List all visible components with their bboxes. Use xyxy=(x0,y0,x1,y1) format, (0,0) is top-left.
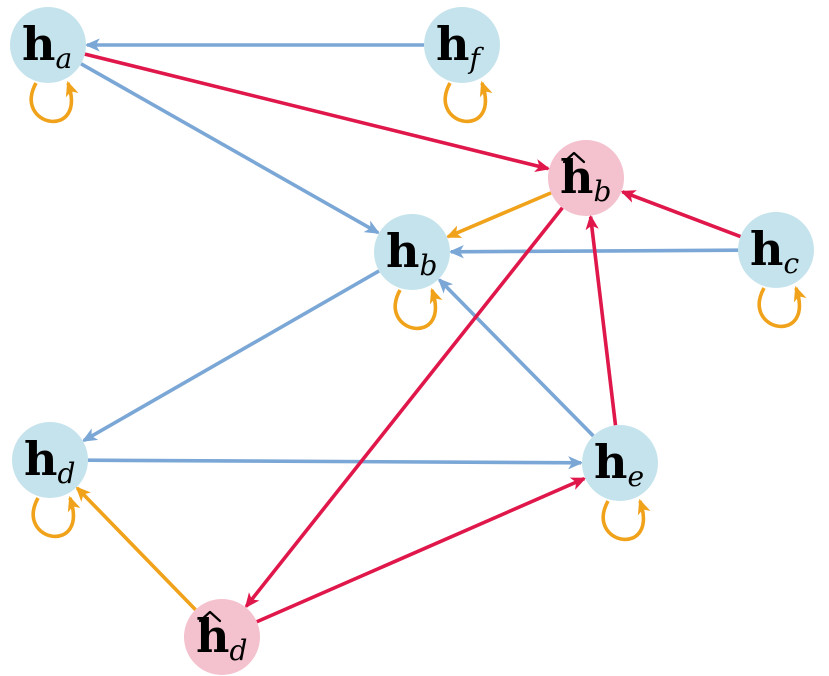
node-f: hf xyxy=(424,7,500,83)
hat-accent-icon xyxy=(562,151,586,164)
node-label-main: h xyxy=(22,17,55,71)
node-label-main: h xyxy=(24,432,57,486)
node-circle-b xyxy=(374,214,450,290)
edge-c-to-hb xyxy=(620,190,742,239)
node-e: he xyxy=(582,425,658,501)
node-label-b: hb xyxy=(386,224,437,282)
self-loop-d xyxy=(31,495,81,539)
node-label-main: h xyxy=(436,17,469,71)
node-label-a: ha xyxy=(22,17,72,75)
self-loop-f xyxy=(443,80,493,124)
node-label-main: h xyxy=(196,609,229,663)
node-label-main: h xyxy=(386,224,419,278)
edges-layer xyxy=(75,38,742,624)
hat-accent-icon xyxy=(198,610,222,623)
node-label-hd: hd xyxy=(196,609,247,667)
node-label-subscript: c xyxy=(783,247,799,280)
edge-hb-to-b xyxy=(445,191,552,239)
node-label-subscript: e xyxy=(627,460,644,493)
node-label-subscript: d xyxy=(229,634,247,667)
node-label-subscript: b xyxy=(593,175,611,208)
node-a: ha xyxy=(10,7,86,83)
node-b: hb xyxy=(374,214,450,290)
node-circle-a xyxy=(10,7,86,83)
self-loop-c xyxy=(757,285,807,329)
node-label-e: he xyxy=(594,435,644,493)
node-circle-f xyxy=(424,7,500,83)
node-label-main: h xyxy=(560,150,593,204)
edge-hd-to-e xyxy=(256,476,587,624)
node-label-c: hc xyxy=(750,222,799,280)
node-label-main: h xyxy=(750,222,783,276)
node-hb: hb xyxy=(548,140,624,216)
node-hd: hd xyxy=(184,599,260,675)
self-loop-b xyxy=(393,287,443,331)
self-loop-e xyxy=(601,498,651,542)
node-label-hb: hb xyxy=(560,150,611,208)
node-label-d: hd xyxy=(24,432,75,490)
node-c: hc xyxy=(738,212,814,288)
self-loop-a xyxy=(29,80,79,124)
node-circle-d xyxy=(12,422,88,498)
node-label-subscript: a xyxy=(55,42,72,75)
self-loops-layer xyxy=(29,80,807,542)
edge-a-to-hb xyxy=(84,52,551,173)
node-label-subscript: b xyxy=(419,249,437,282)
edge-hd-to-d xyxy=(75,486,197,612)
node-label-subscript: d xyxy=(57,457,75,490)
node-circle-e xyxy=(582,425,658,501)
edge-e-to-b xyxy=(437,278,595,438)
edge-e-to-hb xyxy=(585,214,618,426)
edge-d-to-e xyxy=(87,456,584,470)
edge-hb-to-hd xyxy=(244,206,564,609)
node-d: hd xyxy=(12,422,88,498)
node-circle-c xyxy=(738,212,814,288)
edge-b-to-d xyxy=(81,269,380,443)
edge-a-to-b xyxy=(80,62,381,235)
node-label-main: h xyxy=(594,435,627,489)
